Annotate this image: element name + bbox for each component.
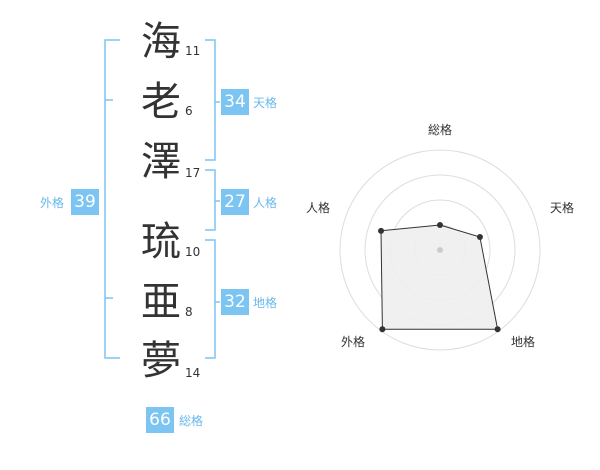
radar-point-3	[494, 326, 501, 333]
name-char-2: 老	[141, 79, 181, 125]
gaikaku-value: 39	[71, 189, 99, 215]
name-char-6: 夢	[141, 338, 181, 384]
radar-points	[378, 222, 501, 333]
gaikaku-bracket	[104, 39, 120, 359]
radar-center	[437, 247, 443, 253]
tenkaku-label: 天格	[253, 96, 278, 110]
soukaku-label: 総格	[179, 414, 204, 428]
radar-label-tenkaku: 天格	[550, 201, 575, 215]
tenkaku-bracket	[205, 39, 220, 161]
radar-label-jinkaku: 人格	[306, 201, 331, 215]
stroke-count-1: 11	[185, 44, 201, 58]
jinkaku-value: 27	[221, 189, 249, 215]
jinkaku-bracket	[205, 169, 220, 231]
stroke-count-6: 14	[185, 366, 201, 380]
radar-label-chikaku: 地格	[511, 335, 536, 349]
radar-point-4	[379, 326, 386, 333]
radar-label-gaikaku: 外格	[341, 335, 366, 349]
gaikaku-label: 外格	[40, 196, 65, 210]
chikaku-bracket	[205, 239, 220, 359]
stroke-count-3: 17	[185, 166, 201, 180]
radar-point-2	[476, 234, 483, 241]
chikaku-label: 地格	[253, 296, 278, 310]
name-char-5: 亜	[141, 279, 181, 325]
tenkaku-value: 34	[221, 89, 249, 115]
name-char-3: 澤	[141, 139, 181, 185]
radar-ring-4	[339, 149, 541, 351]
stroke-count-2: 6	[185, 104, 193, 118]
radar-polygon	[380, 224, 499, 330]
stroke-count-5: 8	[185, 305, 193, 319]
radar-point-1	[437, 222, 443, 228]
radar-point-5	[378, 227, 385, 234]
stroke-count-4: 10	[185, 245, 201, 259]
soukaku-value: 66	[146, 407, 174, 433]
jinkaku-label: 人格	[253, 196, 278, 210]
name-char-4: 琉	[141, 219, 181, 265]
radar-label-soukaku: 総格	[428, 123, 453, 137]
name-char-1: 海	[141, 19, 181, 65]
chikaku-value: 32	[221, 289, 249, 315]
